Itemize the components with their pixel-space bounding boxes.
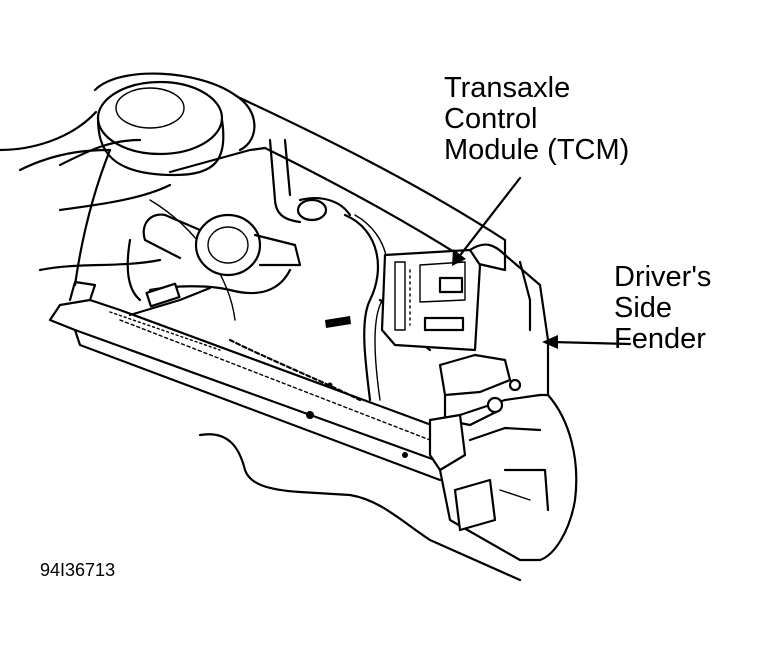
fender-leader-arrow (542, 335, 632, 349)
tcm-module (380, 243, 507, 352)
tcm-leader-arrow (452, 176, 522, 266)
compressor-assembly (126, 138, 352, 317)
fender-callout-line-2: Side (614, 292, 673, 324)
tcm-callout-line-1: Transaxle (444, 72, 571, 104)
lower-body-panel (198, 433, 522, 582)
tcm-callout-line-3: Module (TCM) (444, 134, 630, 166)
fender-callout-line-1: Driver's (614, 261, 712, 293)
fender-callout-line-3: Fender (614, 323, 706, 355)
tcm-callout-line-2: Control (444, 103, 538, 135)
front-crossmember (48, 280, 447, 482)
fender-callout-label: Driver's Side Fender (614, 262, 711, 355)
upper-radiator-support (238, 96, 507, 272)
strut-tower (58, 72, 267, 177)
wiring-harness (228, 213, 432, 402)
fender-bracket (428, 253, 578, 562)
figure-id: 94I36713 (40, 560, 116, 580)
tcm-callout-label: Transaxle Control Module (TCM) (444, 73, 629, 166)
